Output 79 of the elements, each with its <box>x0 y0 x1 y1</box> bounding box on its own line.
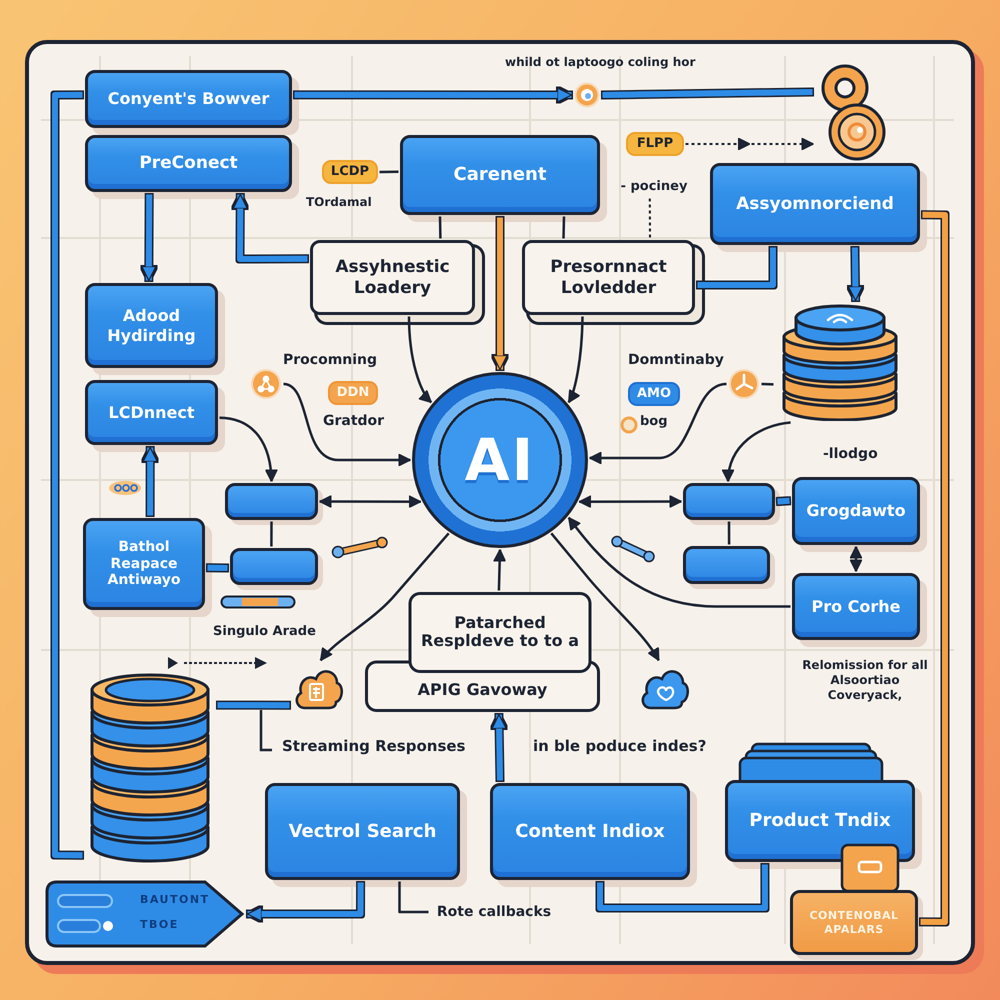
arrow <box>848 247 864 302</box>
arrow <box>492 714 507 781</box>
box-label: Bathol Reapace Antiwayo <box>106 538 182 590</box>
connector-line <box>218 702 290 708</box>
arrow <box>568 316 584 404</box>
note-text: Singulo Arade <box>213 624 316 640</box>
dashed-arrow <box>686 138 814 150</box>
arrow <box>492 218 508 370</box>
arrow <box>246 882 364 922</box>
connector-line <box>562 216 566 239</box>
tag-label: DDN <box>328 381 378 405</box>
box-label: Grogdawto <box>806 501 906 521</box>
note-text: Rote callbacks <box>430 900 558 924</box>
box-label: Pro Corhe <box>811 596 901 616</box>
box-label: CONTENOBAL APALARS <box>808 909 900 936</box>
note-text: Domntinaby <box>628 352 724 370</box>
panel-text: TBOE <box>140 918 179 932</box>
arrow <box>550 532 660 662</box>
box-label: Product Tndix <box>749 810 891 832</box>
connector-line <box>761 382 774 386</box>
panel-text: BAUTONT <box>140 893 210 906</box>
note-text: whild ot laptoogo coling hor <box>505 55 696 70</box>
box-label: Vectrol Search <box>288 820 436 842</box>
connector-line <box>698 248 776 288</box>
connector-line <box>777 498 790 504</box>
tag-label: FLPP <box>626 132 684 156</box>
connector-line <box>207 564 228 571</box>
dashed-line <box>648 198 651 238</box>
box-label: APIG Gavoway <box>418 681 548 700</box>
arrow <box>493 548 506 591</box>
box-label: PreConect <box>139 153 238 174</box>
arrow <box>294 87 572 103</box>
note-text: in ble poduce indes? <box>533 737 706 756</box>
connector-line <box>920 212 948 925</box>
tag-label: AMO <box>628 382 680 406</box>
connector-line <box>398 882 428 914</box>
note-text: -llodgo <box>823 446 878 464</box>
platform-box <box>365 592 600 712</box>
note-text: TOrdamal <box>306 195 372 210</box>
note-text: Procomning <box>283 352 378 370</box>
box-label: LCDnnect <box>108 402 194 422</box>
box-label: Assyomnorciend <box>736 194 894 214</box>
arrow-panel <box>45 880 245 948</box>
connector-line <box>602 89 813 98</box>
box-label: Patarched Respldeve to to a <box>420 614 580 650</box>
arrow <box>320 532 450 662</box>
connector-line <box>379 170 399 174</box>
arrow <box>849 546 863 572</box>
network-icon <box>250 368 282 400</box>
connector-line <box>52 92 83 858</box>
arrow <box>219 416 278 482</box>
arrow <box>408 316 432 404</box>
arrow <box>568 516 790 608</box>
note-text: Streaming Responses <box>282 737 466 756</box>
note-text: - pociney <box>612 175 696 197</box>
connector-line <box>270 522 273 546</box>
connector-line <box>438 216 442 239</box>
ai-label: AI <box>464 431 536 489</box>
box-label: Carenent <box>454 164 546 186</box>
box-label: Conyent's Bowver <box>108 89 270 109</box>
arrow <box>318 494 422 508</box>
note-text: Relomission for all Alsoortiao Coveryack, <box>802 658 928 703</box>
note-text: Gratdor <box>323 413 384 430</box>
arrow <box>283 382 412 467</box>
box-label: Content Indiox <box>515 820 665 842</box>
box-label: Assyhnestic Loadery <box>334 257 451 298</box>
pie-chart-icon <box>728 368 760 400</box>
tag-label: LCDP <box>322 160 378 184</box>
connector-line <box>728 522 730 544</box>
connector-line <box>597 864 768 911</box>
arrow <box>142 446 158 516</box>
box-label: Adood Hydirding <box>106 306 197 345</box>
arrow <box>232 194 308 262</box>
arrow <box>578 494 682 508</box>
note-text: bog <box>640 414 668 430</box>
box-label: Presornnact Lovledder <box>549 257 668 298</box>
arrow <box>722 421 791 482</box>
arrow <box>141 194 156 282</box>
arrow <box>588 382 727 465</box>
